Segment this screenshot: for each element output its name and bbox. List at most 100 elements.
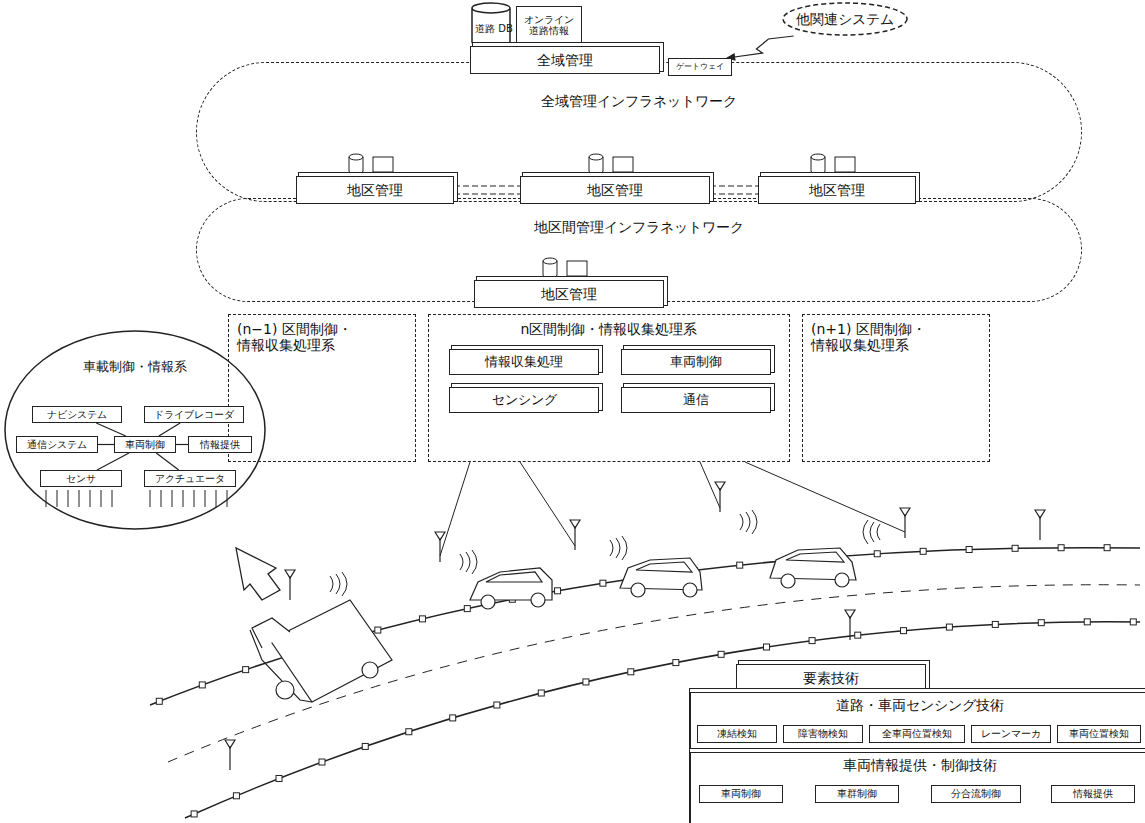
road-marker [1058, 545, 1064, 551]
connector [710, 186, 758, 194]
road-marker [233, 793, 239, 799]
road-marker [966, 547, 972, 553]
node-label: 地区管理 [541, 286, 597, 302]
node-label: 全車両位置検知 [882, 728, 952, 740]
road-marker [1038, 620, 1044, 626]
antenna-pole [845, 610, 855, 640]
road-marker [450, 715, 456, 721]
technology-band: 道路・車両センシング技術凍結検知 障害物検知 全車両位置検知 レーンマーカ 車両位置検知 [690, 692, 1145, 750]
road-marker [583, 679, 589, 685]
onboard-circle: 車載制御・情報系ナビシステム ドライブレコーダ通信システム 車両制御 情報提供センサ ア… [4, 330, 266, 530]
node-label: アクチュエータ [155, 473, 225, 485]
server-box: 要素技術 [736, 664, 926, 692]
process-box: 障害物検知 [783, 725, 863, 743]
server-box: 地区管理 [758, 176, 916, 204]
server-box: 地区管理 [296, 176, 454, 204]
node-label: (n+1) 区間制御・ 情報収集処理系 [811, 321, 989, 353]
process-box: ナビシステム [32, 406, 122, 423]
node-label: 情報提供 [1073, 788, 1113, 800]
callout-arrow [236, 548, 280, 600]
server-icon [543, 258, 587, 278]
connector [159, 423, 180, 436]
road-marker [901, 628, 907, 634]
road-marker [855, 632, 861, 638]
node-label: 車両制御 [670, 355, 722, 370]
node-label: ゲートウェイ [676, 62, 724, 71]
road-marker [809, 638, 815, 644]
process-box: ドライブレコーダ [144, 406, 244, 423]
road-marker [276, 775, 282, 781]
node-label: 車両制御 [125, 439, 165, 451]
node-label: 凍結検知 [717, 728, 757, 740]
road-marker [464, 606, 470, 612]
road-marker [673, 660, 679, 666]
node-label: 通信システム [27, 439, 87, 451]
section-frame: (n+1) 区間制御・ 情報収集処理系 [802, 314, 990, 462]
server-box: 車両制御 [621, 349, 771, 375]
leader-lines [440, 462, 905, 556]
antenna-pole [900, 508, 910, 538]
node-label: 情報収集処理 [485, 355, 563, 370]
road-marker [600, 580, 606, 586]
server-box: 情報収集処理 [449, 349, 599, 375]
antenna-pole [435, 532, 445, 562]
process-box: レーンマーカ [971, 725, 1051, 743]
road-marker [538, 690, 544, 696]
road-marker [946, 624, 952, 630]
process-box: 通信システム [16, 436, 98, 453]
node-label: 道路・車両センシング技術 [836, 697, 1004, 713]
node-label: 車載制御・情報系 [83, 360, 187, 375]
process-box: 車両制御 [699, 785, 783, 803]
node-label: センシング [492, 393, 557, 408]
node-label: n区間制御・情報収集処理系 [521, 321, 698, 337]
node-label: 情報提供 [200, 439, 240, 451]
antenna-pole [225, 740, 235, 770]
process-box: 全車両位置検知 [869, 725, 965, 743]
node-label: 車両情報提供・制御技術 [843, 757, 997, 773]
road-marker [1130, 619, 1136, 625]
connector [98, 444, 114, 445]
node-label: 車両位置検知 [1069, 728, 1129, 740]
road-marker [920, 548, 926, 554]
process-box: 車群制御 [815, 785, 899, 803]
road-marker [191, 811, 197, 817]
technology-band: 車両情報提供・制御技術車両制御車群制御分合流制御情報提供 [690, 752, 1145, 823]
section-frame: (n−1) 区間制御・ 情報収集処理系 [228, 314, 416, 462]
connector [176, 444, 188, 445]
node-label: 地区管理 [347, 182, 403, 198]
server-box: センシング [449, 387, 599, 413]
road-marker [992, 621, 998, 627]
node-label: 地区間管理インフラネットワーク [534, 219, 744, 235]
database-cylinder: 道路 DB [471, 2, 517, 48]
road-marker [406, 729, 412, 735]
external-ellipse: 他関連システム [782, 2, 908, 36]
road-marker [419, 616, 425, 622]
road-marker [362, 743, 368, 749]
server-icon [349, 154, 393, 174]
server-box: 地区管理 [520, 176, 710, 204]
server-icon [589, 154, 633, 174]
road-marker [874, 551, 880, 557]
node-label: 他関連システム [796, 11, 894, 27]
node-label: 要素技術 [803, 670, 859, 686]
node-label: 道路 DB [475, 23, 513, 35]
road-marker [628, 669, 634, 675]
node-label: 通信 [683, 393, 709, 408]
process-box: 凍結検知 [697, 725, 777, 743]
road-marker [319, 759, 325, 765]
road-marker [375, 627, 381, 633]
road-marker [1012, 545, 1018, 551]
node-label: 車群制御 [837, 788, 877, 800]
process-box: センサ [40, 470, 122, 487]
road-marker [243, 667, 249, 673]
connector [727, 36, 793, 60]
antenna-pole [1035, 510, 1045, 540]
section-frame: n区間制御・情報収集処理系情報収集処理 車両制御センシング 通信 [428, 314, 790, 462]
road-marker [764, 644, 770, 650]
process-box: ゲートウェイ [668, 58, 732, 76]
road-marker [1104, 545, 1110, 551]
node-label: ドライブレコーダ [154, 409, 234, 421]
node-label: ナビシステム [47, 409, 107, 421]
connector [156, 453, 179, 470]
road-marker [156, 698, 162, 704]
